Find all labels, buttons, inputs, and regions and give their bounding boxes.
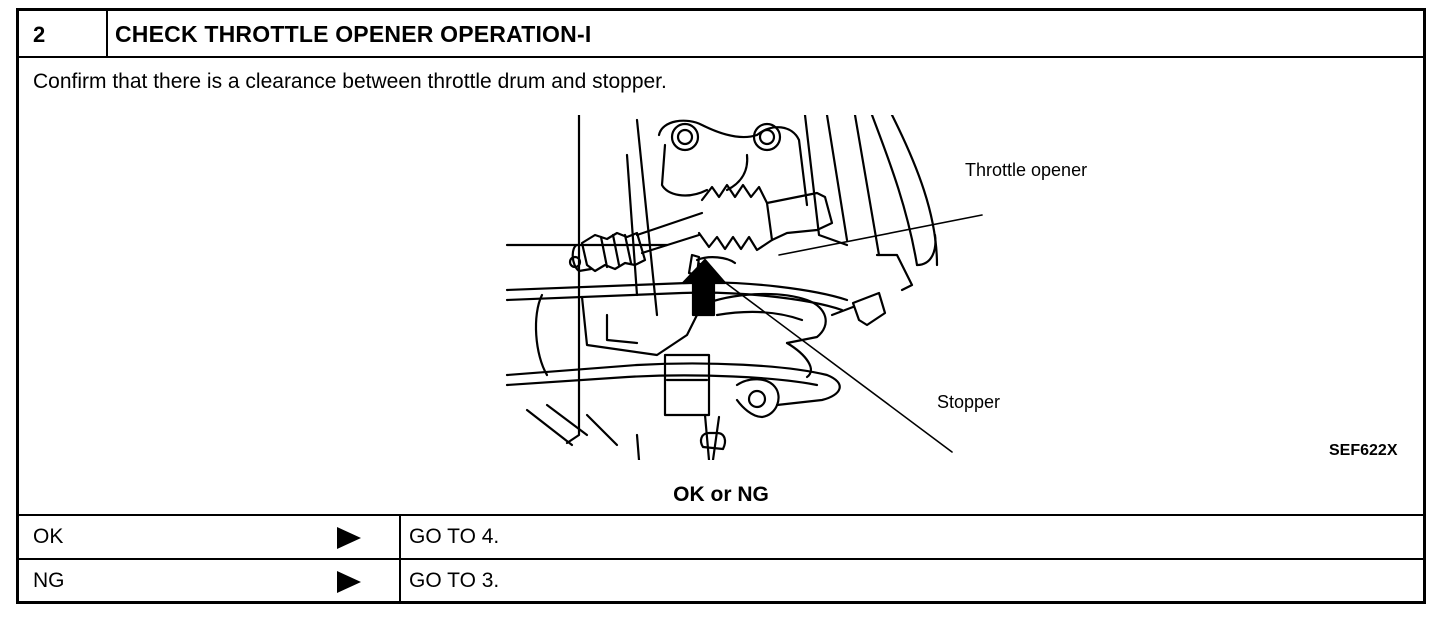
arrow-right-icon: [337, 571, 361, 593]
figure-code: SEF622X: [1329, 442, 1398, 459]
step-title: CHECK THROTTLE OPENER OPERATION-I: [115, 21, 592, 47]
step-number: 2: [33, 22, 46, 47]
procedure-table: 2 CHECK THROTTLE OPENER OPERATION-I Conf…: [16, 8, 1426, 604]
column-divider: [399, 516, 401, 558]
result-condition: NG: [33, 569, 65, 592]
step-header: 2 CHECK THROTTLE OPENER OPERATION-I: [19, 11, 1423, 58]
result-action: GO TO 3.: [409, 569, 500, 592]
column-divider: [399, 560, 401, 601]
stopper-label: Stopper: [937, 392, 1001, 412]
result-row-ok: OK GO TO 4.: [19, 516, 1423, 560]
result-action: GO TO 4.: [409, 525, 500, 548]
step-body: Confirm that there is a clearance betwee…: [19, 58, 1423, 516]
result-prompt: OK or NG: [673, 483, 769, 506]
throttle-opener-label: Throttle opener: [965, 160, 1088, 180]
result-condition: OK: [33, 525, 64, 548]
throttle-opener-illustration: [505, 115, 983, 460]
arrow-right-icon: [337, 527, 361, 549]
result-row-ng: NG GO TO 3.: [19, 560, 1423, 601]
instruction-text: Confirm that there is a clearance betwee…: [33, 70, 667, 93]
header-divider: [106, 11, 108, 56]
